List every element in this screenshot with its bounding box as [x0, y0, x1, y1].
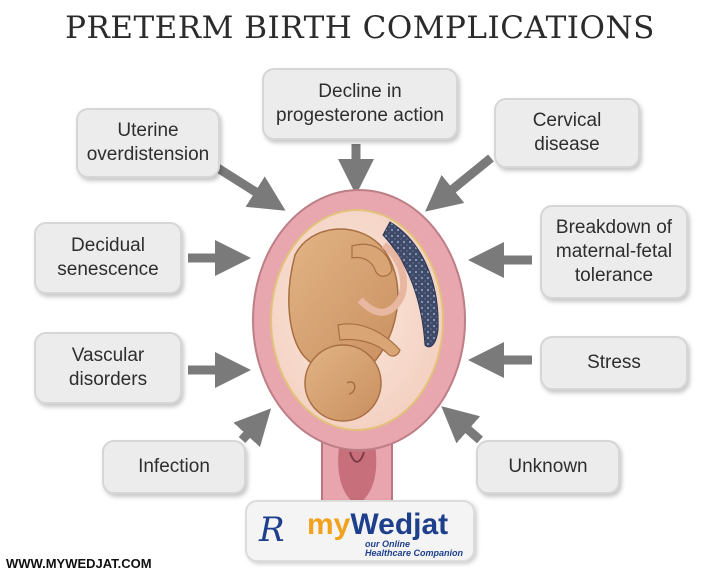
cause-decidual-senescence: Decidual senescence — [34, 222, 182, 294]
footer-url: WWW.MYWEDJAT.COM — [6, 556, 152, 571]
cause-progesterone-decline: Decline in progesterone action — [262, 68, 458, 140]
arrow-infection — [233, 408, 272, 448]
page-title: PRETERM BIRTH COMPLICATIONS — [65, 10, 655, 46]
placenta — [382, 221, 439, 348]
cause-infection: Infection — [102, 440, 246, 494]
fetus — [288, 228, 408, 422]
cause-vascular-disorders: Vascular disorders — [34, 332, 182, 404]
cause-maternal-fetal-tolerance: Breakdown of maternal-fetal tolerance — [540, 205, 688, 299]
cause-unknown: Unknown — [476, 440, 620, 494]
arrow-unknown — [441, 406, 483, 444]
cause-stress: Stress — [540, 336, 688, 390]
brand-logo: R myWedjat our Online Healthcare Compani… — [245, 500, 475, 562]
cause-uterine-overdistension: Uterine overdistension — [76, 108, 220, 178]
cause-cervical-disease: Cervical disease — [494, 98, 640, 168]
rx-icon: R — [259, 510, 285, 550]
logo-tagline: our Online Healthcare Companion — [365, 539, 464, 558]
arrow-cervical — [425, 154, 494, 212]
logo-wordmark: myWedjat — [307, 508, 449, 541]
